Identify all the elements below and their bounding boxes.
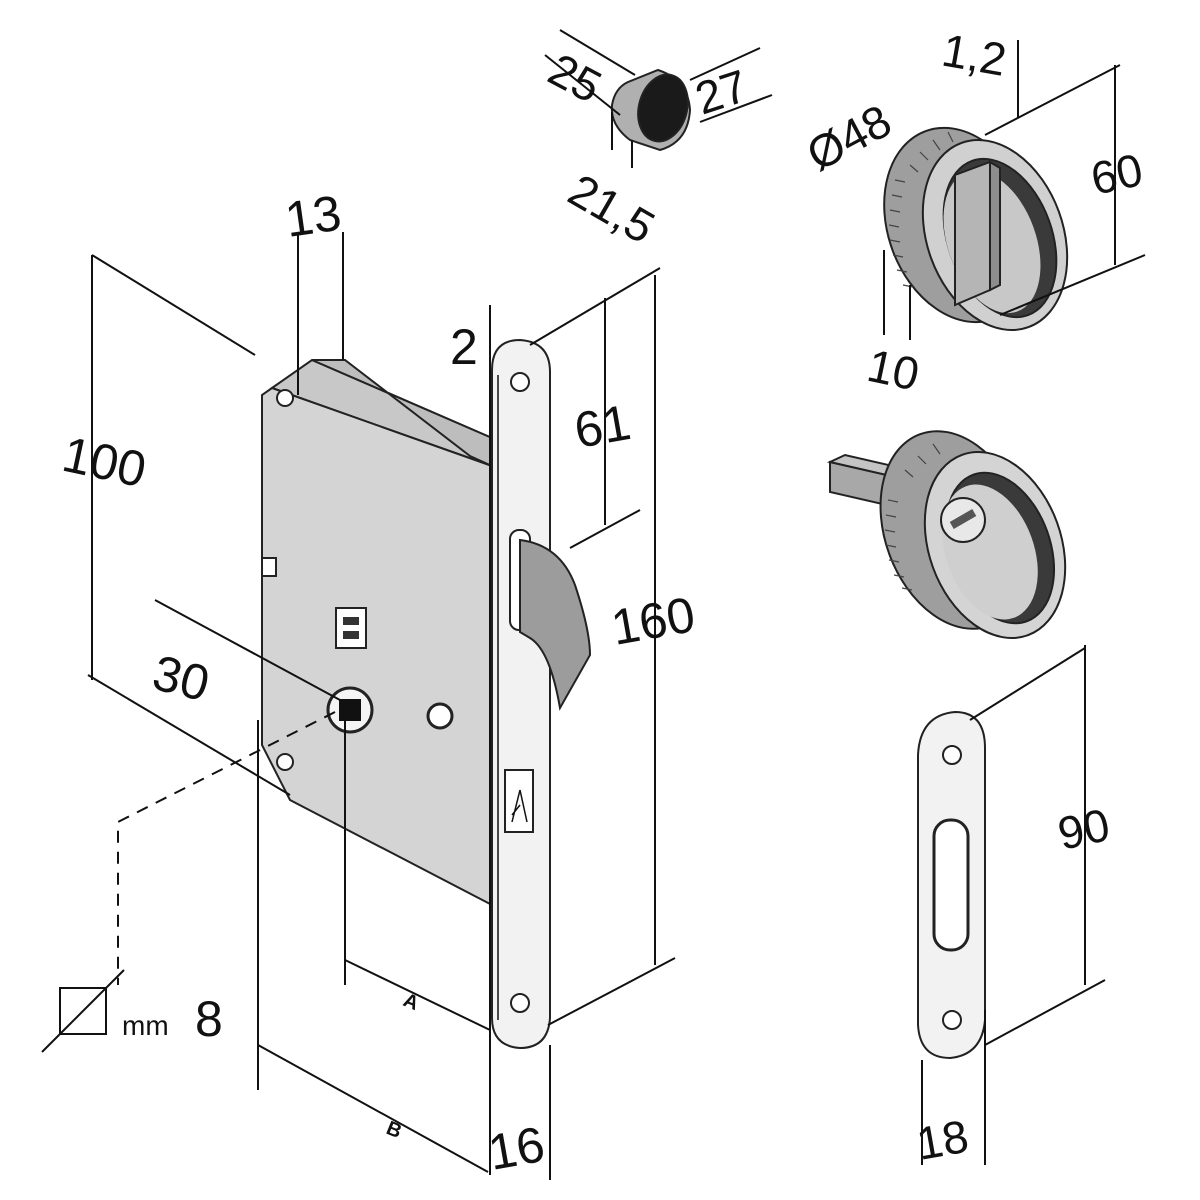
faceplate-logo	[504, 769, 534, 833]
faceplate-screw-bottom	[510, 993, 530, 1013]
lock-body	[261, 358, 493, 907]
cup-opening	[637, 73, 689, 143]
pull-tab	[954, 160, 991, 307]
dim-a: A	[400, 989, 422, 1015]
dim-cup-21-5: 21,5	[560, 164, 664, 254]
ring-knurl-ticks	[888, 131, 954, 288]
square-size: 8	[195, 991, 223, 1047]
dim-ring-10: 10	[863, 339, 924, 401]
dim-160: 160	[607, 586, 699, 656]
body-slot	[261, 557, 277, 577]
strike-slot	[932, 818, 970, 952]
follower-window-inner-2	[343, 631, 359, 639]
lock-body-side	[311, 359, 493, 468]
faceplate-plate	[491, 338, 551, 1050]
small-hole	[426, 702, 454, 730]
dim-61: 61	[570, 394, 635, 459]
dim-ring-diameter: Ø48	[798, 94, 899, 181]
dim-30: 30	[147, 644, 215, 712]
lock-dimension-lines	[41, 232, 676, 1180]
body-screw-top	[276, 389, 294, 407]
dim-16: 16	[484, 1116, 549, 1181]
hook-latch	[519, 538, 592, 711]
flush-ring-bottom	[826, 430, 1067, 639]
body-screw-bottom	[276, 753, 294, 771]
dim-strike-90: 90	[1053, 798, 1114, 860]
faceplate	[491, 338, 592, 1050]
lock-body-front	[261, 386, 493, 907]
ring2-turn-slot	[949, 509, 977, 529]
dim-100: 100	[58, 426, 151, 498]
square-symbol	[59, 987, 107, 1035]
flush-ring-top	[883, 40, 1146, 340]
ring2-knurl-ticks	[884, 443, 941, 591]
strike-screw-top	[942, 745, 962, 765]
dim-b: B	[383, 1117, 405, 1143]
faceplate-screw-top	[510, 372, 530, 392]
dim-strike-18: 18	[913, 1110, 972, 1170]
dim-cup-27: 27	[689, 59, 754, 124]
strike-plate	[917, 645, 1106, 1165]
dim-13: 13	[282, 185, 345, 248]
spindle-square	[339, 699, 361, 721]
square-unit: mm	[122, 1010, 169, 1041]
dim-ring-60: 60	[1086, 143, 1147, 205]
follower-window-inner-1	[343, 617, 359, 625]
strike-screw-bottom	[942, 1010, 962, 1030]
follower-window	[335, 607, 367, 649]
cup-sleeve	[544, 29, 773, 168]
dim-ring-1-2: 1,2	[938, 24, 1010, 86]
logo-mark	[511, 789, 528, 823]
pull-tab-side	[989, 160, 1001, 292]
dim-2: 2	[450, 319, 478, 375]
